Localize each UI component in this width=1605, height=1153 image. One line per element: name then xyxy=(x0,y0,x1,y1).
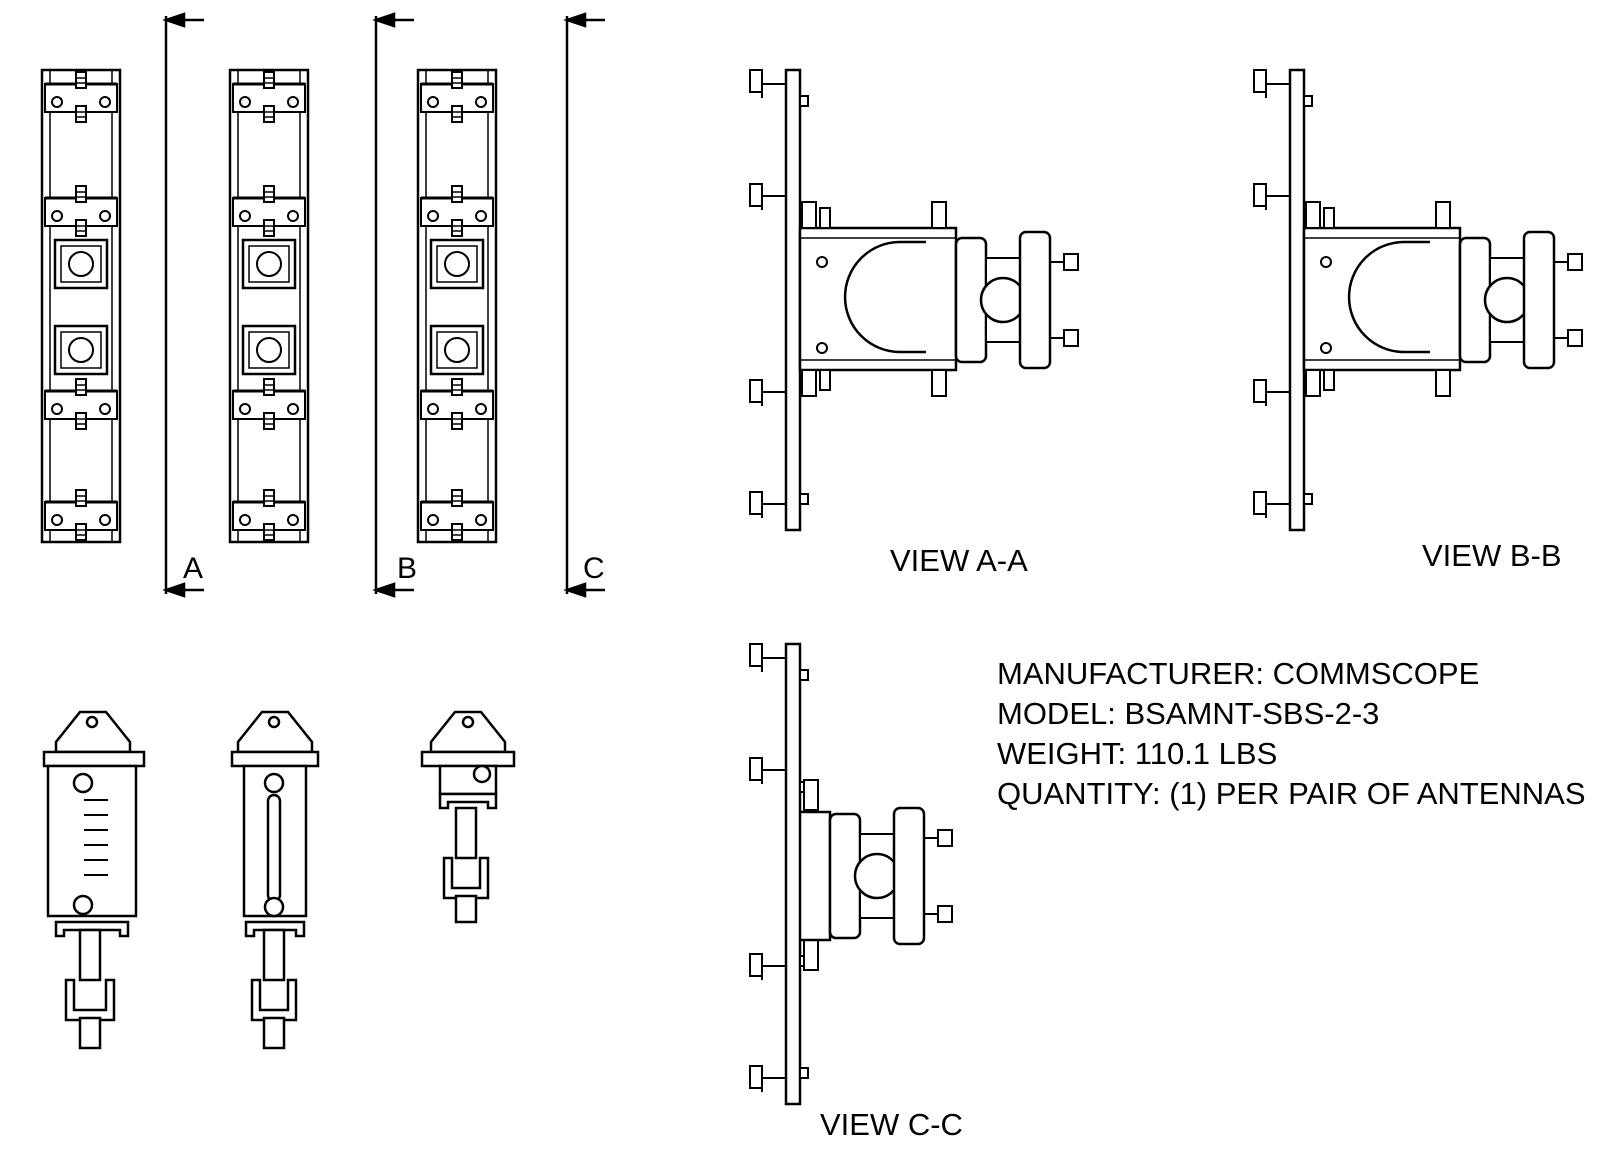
view-bb-drawing xyxy=(1252,68,1584,532)
top-view-2 xyxy=(230,710,320,1050)
section-line-a xyxy=(162,12,204,598)
spec-manufacturer: MANUFACTURER: COMMSCOPE xyxy=(997,656,1480,691)
front-view-column-3 xyxy=(418,70,496,542)
section-label-c: C xyxy=(583,552,605,585)
front-view-column-2 xyxy=(230,70,308,542)
spec-weight: WEIGHT: 110.1 LBS xyxy=(997,736,1278,771)
view-aa-label: VIEW A-A xyxy=(890,543,1028,578)
view-cc-label: VIEW C-C xyxy=(820,1107,963,1142)
view-aa-drawing xyxy=(748,68,1080,532)
top-view-3 xyxy=(420,710,516,924)
section-label-b: B xyxy=(397,552,417,585)
view-bb-label: VIEW B-B xyxy=(1422,538,1562,573)
specifications-block: MANUFACTURER: COMMSCOPE MODEL: BSAMNT-SB… xyxy=(997,654,1597,814)
section-label-a: A xyxy=(183,552,203,585)
section-line-c xyxy=(563,12,605,598)
spec-model: MODEL: BSAMNT-SBS-2-3 xyxy=(997,696,1380,731)
spec-quantity: QUANTITY: (1) PER PAIR OF ANTENNAS xyxy=(997,776,1586,811)
view-cc-drawing xyxy=(748,642,954,1106)
section-line-b xyxy=(372,12,414,598)
top-view-1 xyxy=(42,710,146,1050)
front-view-column-1 xyxy=(42,70,120,542)
